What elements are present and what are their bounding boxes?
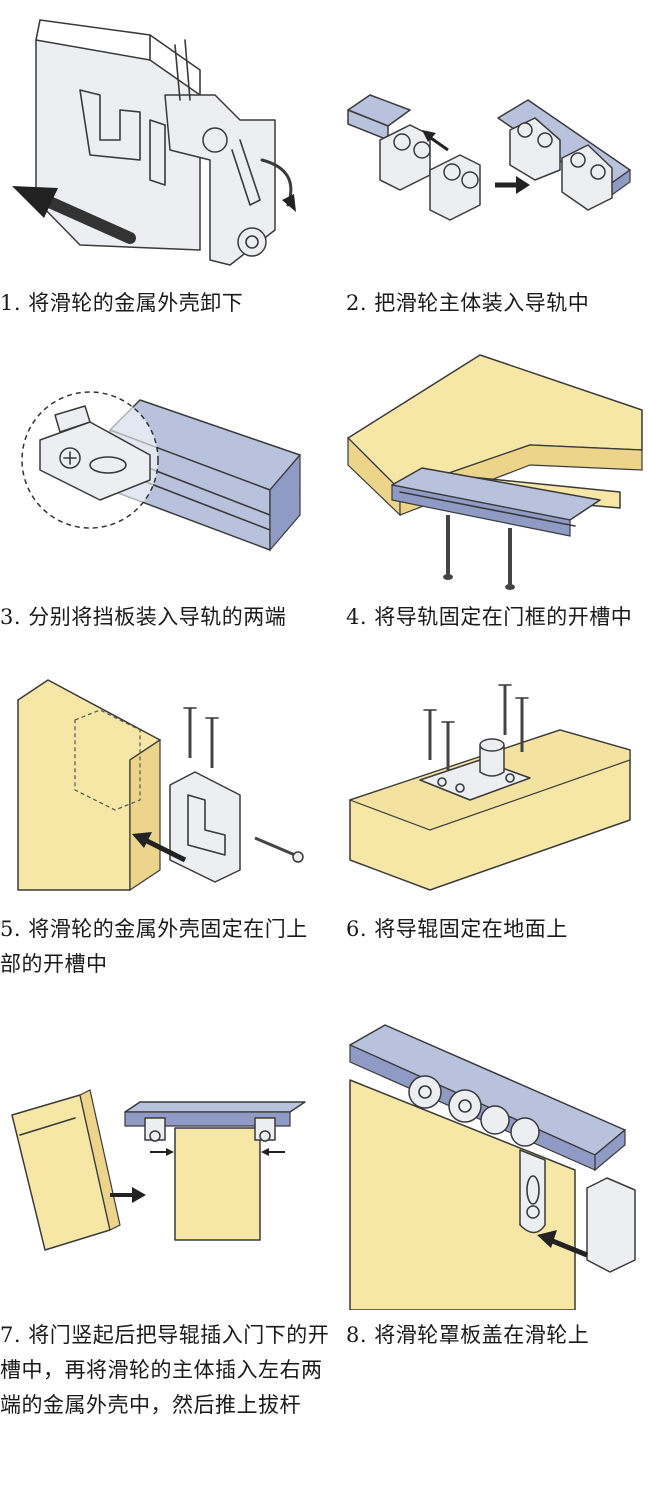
step-5-illustration xyxy=(0,660,330,900)
step-6-illustration xyxy=(330,660,648,900)
step-1-caption: 1. 将滑轮的金属外壳卸下 xyxy=(0,291,244,315)
step-5-caption: 5. 将滑轮的金属外壳固定在门上部的开槽中 xyxy=(0,917,308,976)
step-6-caption: 6. 将导辊固定在地面上 xyxy=(346,917,568,941)
step-3-illustration xyxy=(0,340,330,590)
step-4-illustration xyxy=(330,340,648,590)
step-7-illustration xyxy=(0,1040,330,1260)
step-8-illustration xyxy=(345,1020,648,1310)
step-7-caption: 7. 将门竖起后把导辊插入门下的开槽中，再将滑轮的主体插入左右两端的金属外壳中，… xyxy=(0,1323,330,1417)
step-4-caption: 4. 将导轨固定在门框的开槽中 xyxy=(346,605,633,629)
step-2-caption: 2. 把滑轮主体装入导轨中 xyxy=(346,291,590,315)
step-1-illustration xyxy=(0,0,320,285)
step-8-caption: 8. 将滑轮罩板盖在滑轮上 xyxy=(346,1323,590,1347)
step-2-illustration xyxy=(330,0,648,285)
step-3-caption: 3. 分别将挡板装入导轨的两端 xyxy=(0,605,287,629)
